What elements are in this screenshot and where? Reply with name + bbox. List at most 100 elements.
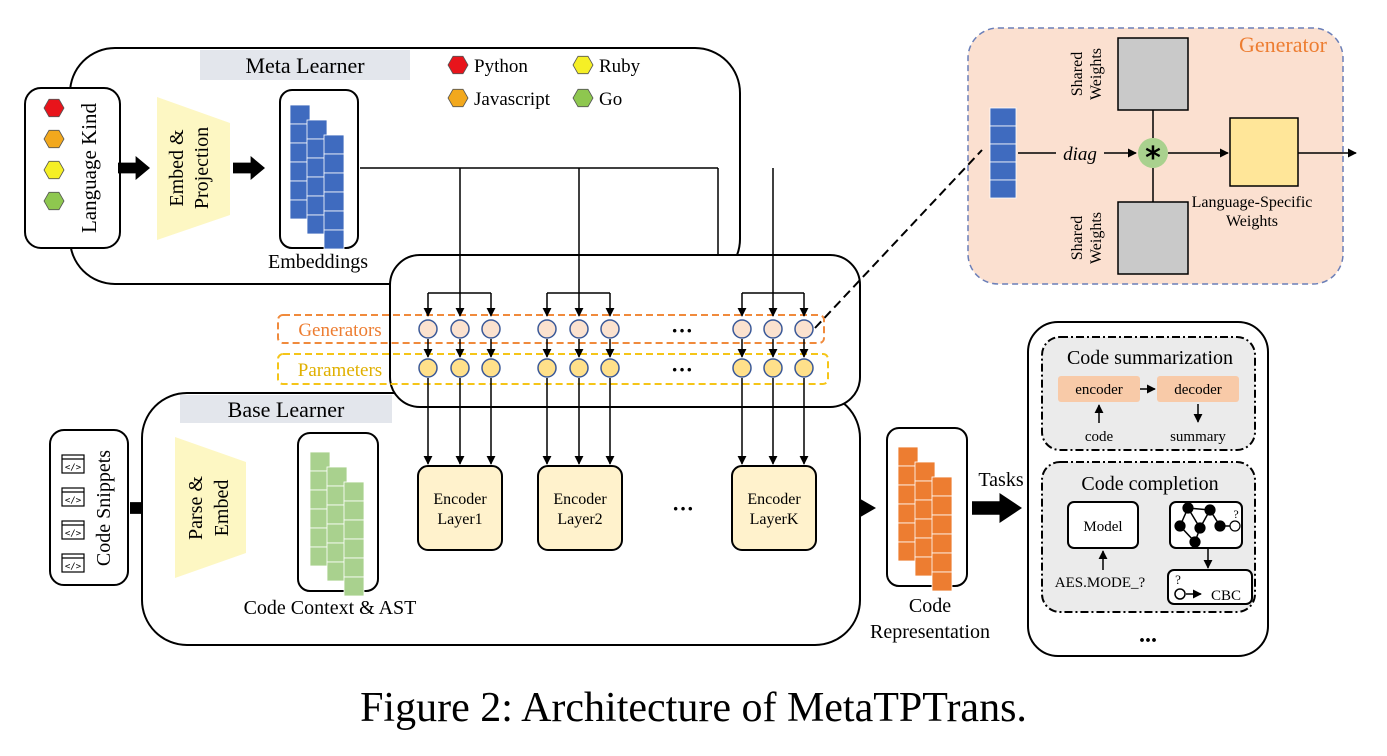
generator-wires [418,292,814,465]
parameter-node [732,358,752,378]
generator-node [481,319,501,339]
shared-weights-bottom-line1: Shared [1069,216,1086,260]
code-file-icon-glyph: </> [65,463,82,473]
generator-node [418,319,438,339]
legend-label-javascript: Javascript [474,89,551,110]
aes-label: AES.MODE_? [1055,575,1146,591]
architecture-diagram: Meta Learner Language Kind Embed & Proje… [24,27,1357,657]
legend-swatch-go [572,88,594,108]
vector-cell [989,161,1017,181]
encoder-chip [1058,376,1140,402]
ast-cell [343,538,365,559]
code-file-icon-glyph: </> [65,562,82,572]
generator-node [537,319,557,339]
tasks-label: Tasks [978,469,1023,491]
block-arrow [118,156,150,180]
graph-node [1182,502,1194,514]
meta-learner-title-bg [200,50,410,80]
rep-cell [931,495,953,516]
hexagon-go [43,191,65,211]
completion-title: Code completion [1081,473,1218,495]
encoder-chip-label: encoder [1075,382,1122,398]
model-box [1067,501,1139,549]
rep-cell [931,552,953,573]
tasks-more: ... [1139,622,1157,648]
generators-label: Generators [298,320,381,341]
generator-node [732,319,752,339]
cbc-node-icon [1174,588,1186,600]
lang-specific-line2: Weights [1226,213,1278,230]
graph-node [1204,504,1216,516]
embedding-cell [323,229,345,250]
meta-learner-lines [360,167,778,317]
shared-weights-bottom-line2: Weights [1088,212,1105,264]
generator-node [794,319,814,339]
code-rep-line2: Representation [870,621,990,643]
parameters-ellipsis: ··· [671,357,693,382]
embedding-cell [323,134,345,155]
parameter-node [600,358,620,378]
cbc-label: CBC [1211,588,1241,604]
encoder-layer-line2: LayerK [750,511,799,528]
vector-cell [989,179,1017,199]
parameter-node [481,358,501,378]
base-learner-title-bg [180,395,392,423]
embeddings-label: Embeddings [268,251,368,273]
graph-node [1174,520,1186,532]
ast-cell [343,557,365,578]
rep-cell [931,571,953,592]
lang-specific-line1: Language-Specific [1192,194,1313,211]
encoder-layer-box [417,465,503,551]
rep-cell [931,533,953,554]
parameter-node [794,358,814,378]
legend-label-ruby: Ruby [599,56,641,77]
figure-caption: Figure 2: Architecture of MetaTPTrans. [360,685,1027,731]
base-learner-title: Base Learner [228,397,345,422]
cbc-box [1167,569,1253,605]
embed-projection-line1: Embed & [166,129,188,207]
vector-cell [989,143,1017,163]
parameter-node [450,358,470,378]
hexagon-ruby [43,160,65,180]
summary-label: summary [1170,429,1226,445]
graph-question: ? [1233,507,1238,521]
shared-weights-top-line2: Weights [1088,48,1105,100]
graph-node [1229,520,1241,532]
hexagon-python [43,98,65,118]
parse-embed-trapezoid [175,437,246,578]
ast-cell [343,519,365,540]
rep-cell [931,476,953,497]
encoder-layer-line1: Encoder [747,491,801,508]
model-label: Model [1083,519,1122,535]
generator-title: Generator [1239,32,1328,57]
parse-embed-line1: Parse & [185,476,207,540]
shared-weights-top-line1: Shared [1069,52,1086,96]
diag-label: diag [1063,144,1097,165]
parameters-dashed-row [277,353,829,385]
ast-cell [343,500,365,521]
code-label: code [1085,429,1114,445]
parameter-node [569,358,589,378]
embeddings-blocks [289,104,345,250]
language-hexagons [43,98,65,211]
graph-node [1214,520,1226,532]
cbc-question: ? [1175,572,1181,587]
parameter-node [537,358,557,378]
legend-swatch-ruby [572,55,594,75]
code-representation-blocks [897,446,953,592]
decoder-chip [1157,376,1239,402]
parameter-node [763,358,783,378]
code-context-label: Code Context & AST [244,597,417,619]
block-arrow [233,156,265,180]
encoder-layer-line1: Encoder [553,491,607,508]
code-file-icon-glyph: </> [65,529,82,539]
ast-cell [343,481,365,502]
generator-node [569,319,589,339]
encoder-layer-box [537,465,623,551]
encoder-layer-line1: Encoder [433,491,487,508]
embed-projection-trapezoid [157,97,230,240]
encoder-layer-line2: Layer1 [437,511,482,528]
language-kind-box [24,87,121,249]
